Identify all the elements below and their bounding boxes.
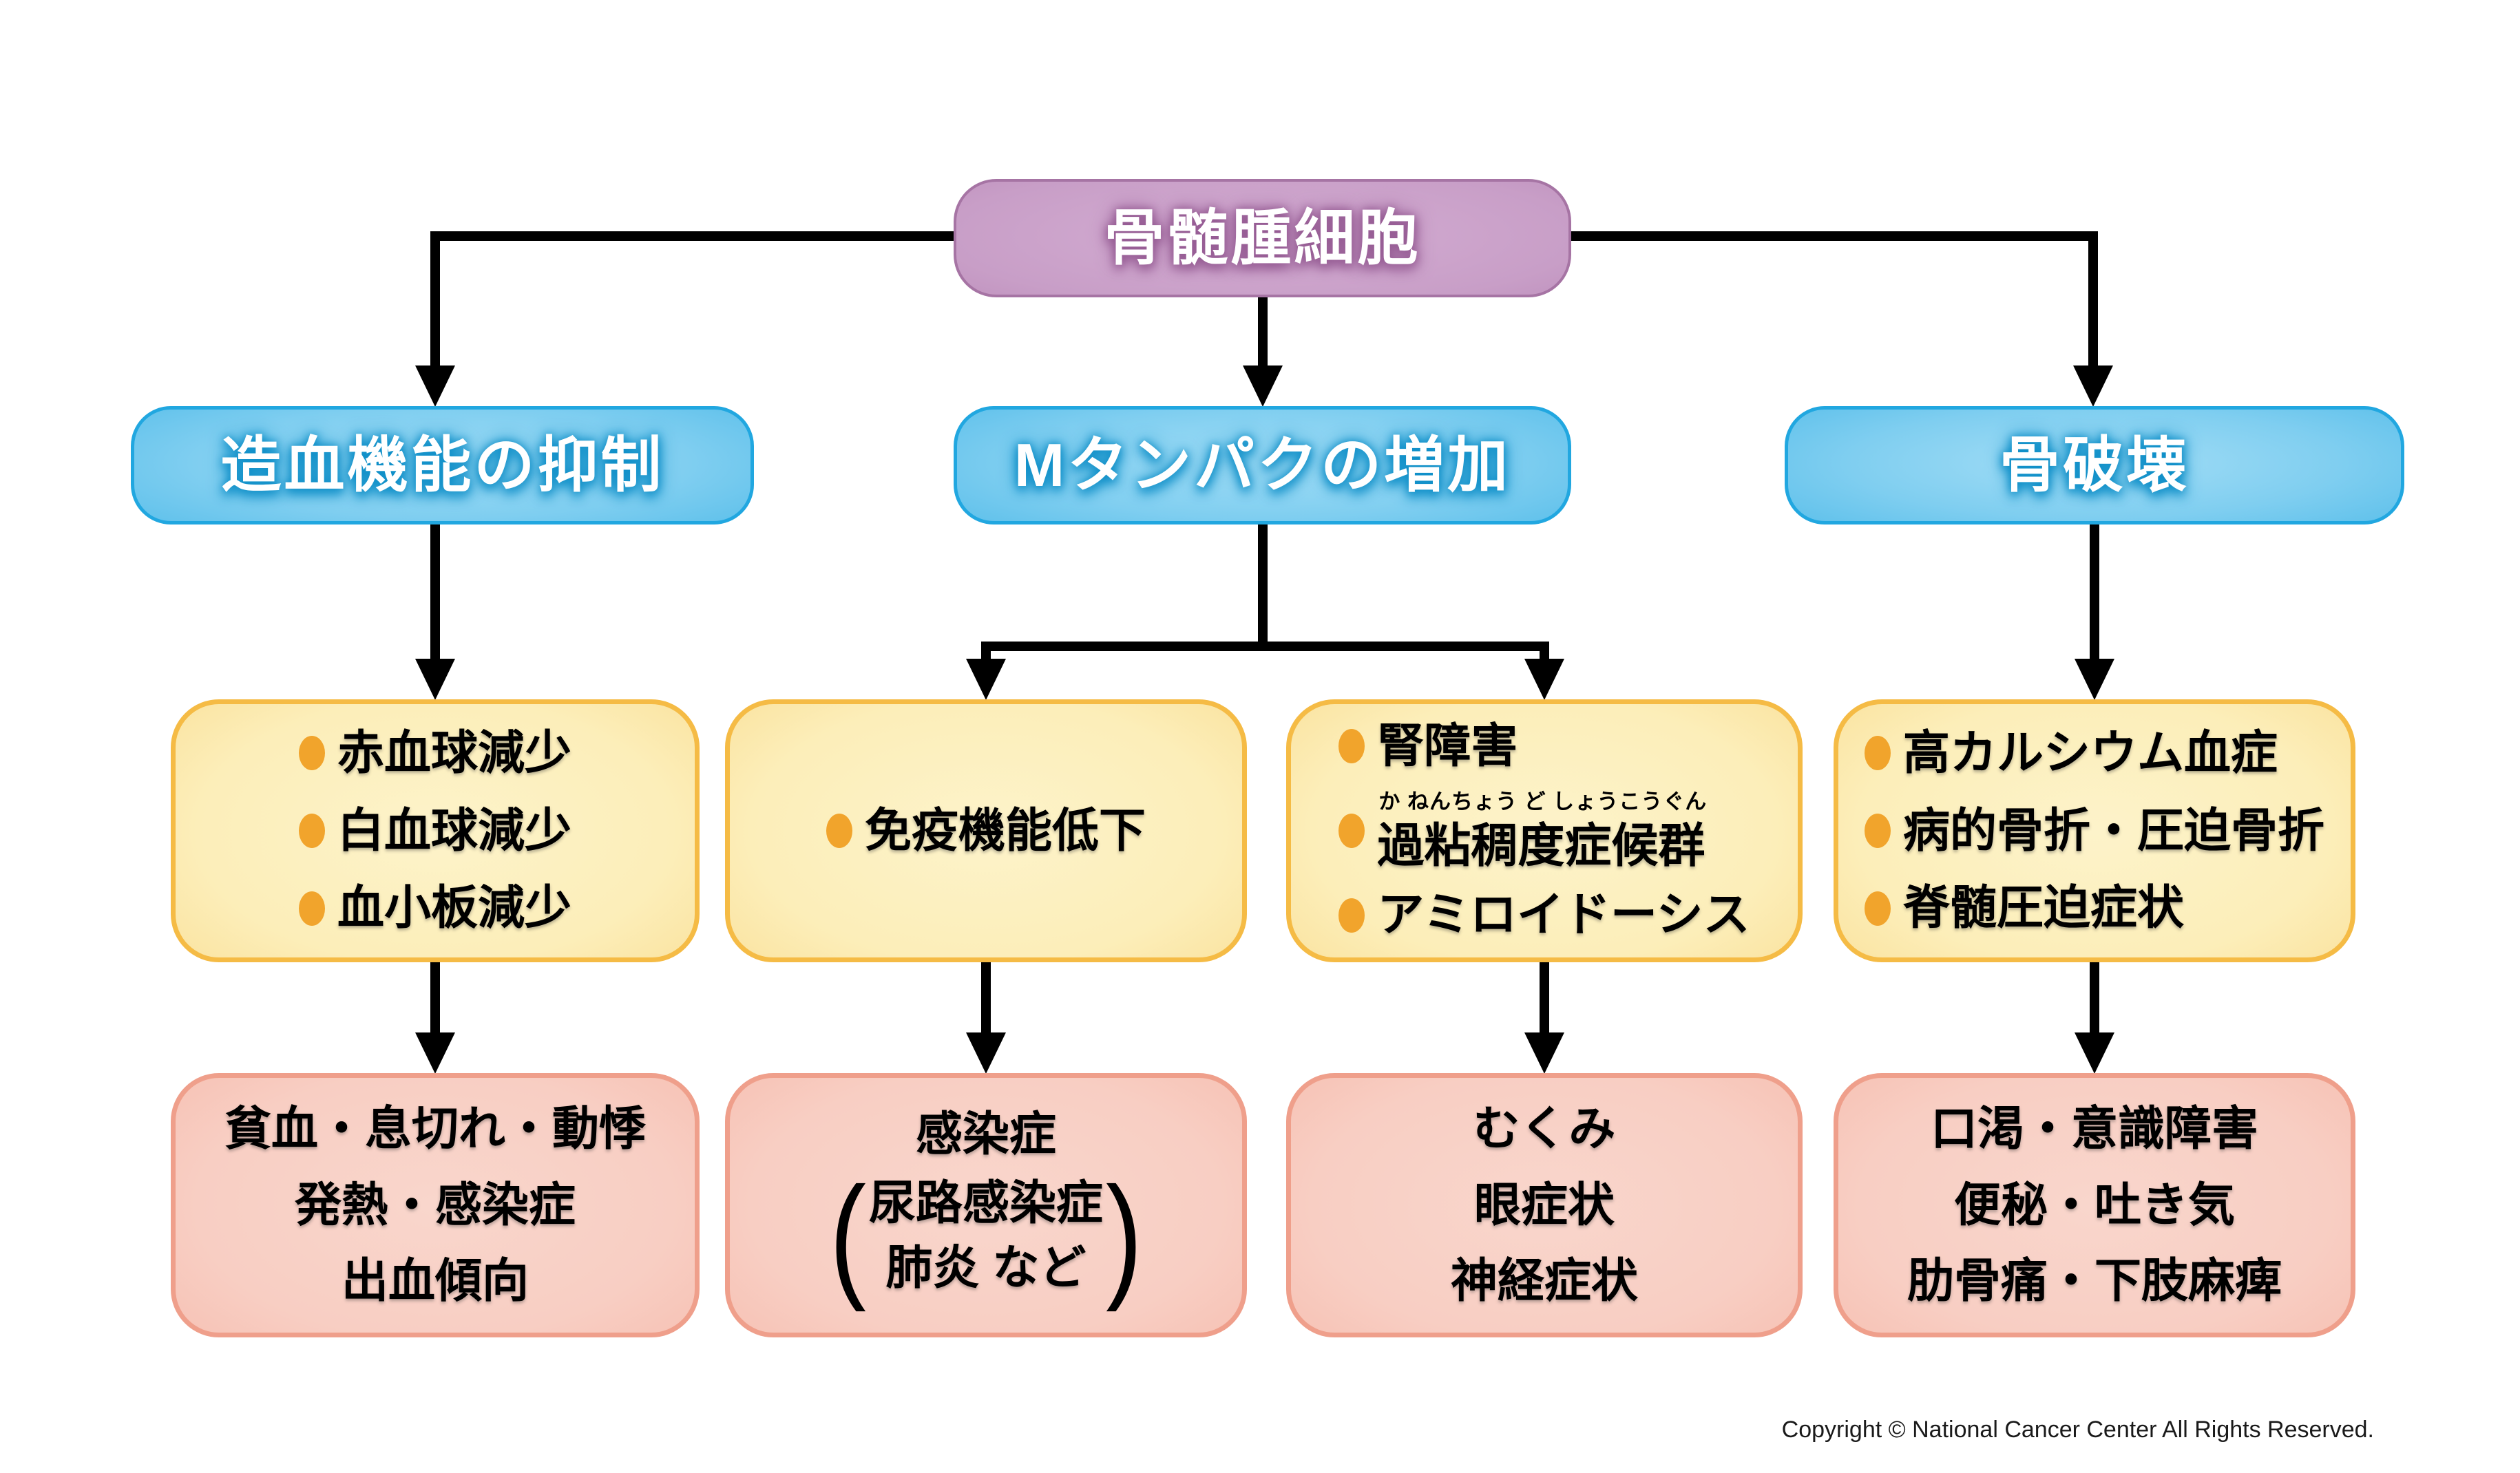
open-paren: (	[829, 1158, 866, 1313]
connector-root-to-left-stem	[430, 231, 440, 369]
connector-branch-left-stem	[981, 642, 991, 662]
symptom-lines: むくみ 眼症状 神経症状	[1451, 1103, 1638, 1307]
node-immune-decline: 免疫機能低下	[725, 699, 1247, 962]
bullet-icon	[1338, 729, 1365, 764]
node-hypercalcemia-fracture: 高カルシウム血症 病的骨折・圧迫骨折 脊髄圧迫症状	[1834, 699, 2355, 962]
bullet-icon	[1338, 813, 1365, 848]
node-blood-cell-decrease: 赤血球減少 白血球減少 血小板減少	[171, 699, 700, 962]
symptom-line: 発熱・感染症	[294, 1178, 576, 1231]
list-item: 赤血球減少	[298, 726, 571, 779]
list-item-text: 免疫機能低下	[864, 804, 1146, 857]
list-item-text: 血小板減少	[337, 882, 571, 935]
arrowhead-blue1-to-yellow1	[415, 659, 455, 700]
connector-blue2-branch-stem	[1258, 524, 1268, 650]
effect-list: 腎障害 か ねんちょう ど しょうこうぐん 過粘稠度症候群 アミロイドーシス	[1338, 719, 1750, 941]
node-myeloma-cells-label: 骨髄腫細胞	[1104, 204, 1421, 272]
node-m-protein-increase-label: Mタンパクの増加	[1014, 431, 1511, 499]
node-myeloma-cells: 骨髄腫細胞	[954, 179, 1571, 297]
list-item-with-furigana: か ねんちょう ど しょうこうぐん 過粘稠度症候群	[1338, 790, 1750, 872]
bullet-icon	[298, 891, 325, 926]
list-item: アミロイドーシス	[1338, 889, 1750, 941]
symptom-line: 貧血・息切れ・動悸	[224, 1102, 646, 1155]
node-bone-destruction-label: 骨破壊	[1999, 431, 2190, 499]
list-item-text: 赤血球減少	[337, 726, 571, 779]
symptom-line: むくみ	[1473, 1102, 1616, 1155]
connector-branch-horizontal	[981, 642, 1549, 651]
arrowhead-root-to-middle	[1243, 365, 1283, 407]
connector-yellow4-to-pink4-stem	[2090, 962, 2099, 1034]
arrowhead-yellow4-to-pink4	[2075, 1032, 2114, 1074]
copyright-notice: Copyright © National Cancer Center All R…	[1781, 1417, 2374, 1443]
arrowhead-yellow2-to-pink2	[966, 1032, 1006, 1074]
list-item: 腎障害	[1338, 719, 1750, 772]
node-hematopoiesis-suppression-label: 造血機能の抑制	[220, 431, 664, 499]
node-symptoms-thirst: 口渇・意識障害 便秘・吐き気 肋骨痛・下肢麻痺	[1834, 1073, 2355, 1337]
connector-yellow3-to-pink3-stem	[1540, 962, 1549, 1034]
symptom-line: 出血傾向	[341, 1255, 529, 1308]
list-item-text-base: 過粘稠度症候群	[1377, 819, 1705, 872]
list-item-text: か ねんちょう ど しょうこうぐん 過粘稠度症候群	[1377, 790, 1706, 872]
list-item: 高カルシウム血症	[1864, 726, 2324, 779]
bullet-icon	[1864, 736, 1891, 771]
symptom-line: 尿路感染症	[868, 1176, 1103, 1229]
connector-blue3-to-yellow4-stem	[2090, 524, 2099, 661]
symptom-line: 感染症	[915, 1108, 1056, 1161]
paren-lines: 尿路感染症 肺炎 など	[868, 1176, 1103, 1295]
list-item: 血小板減少	[298, 882, 571, 935]
arrowhead-yellow1-to-pink1	[415, 1032, 455, 1074]
close-paren: )	[1106, 1158, 1143, 1313]
bullet-icon	[1864, 813, 1891, 848]
node-kidney-viscosity-amyloidosis: 腎障害 か ねんちょう ど しょうこうぐん 過粘稠度症候群 アミロイドーシス	[1286, 699, 1803, 962]
connector-yellow2-to-pink2-stem	[981, 962, 991, 1034]
bullet-icon	[826, 813, 852, 848]
node-symptoms-infection: 感染症 ( 尿路感染症 肺炎 など )	[725, 1073, 1247, 1337]
symptom-paren-group: ( 尿路感染症 肺炎 など )	[827, 1158, 1146, 1313]
arrowhead-root-to-right	[2073, 365, 2113, 407]
arrowhead-branch-to-yellow2	[966, 659, 1006, 700]
symptom-line: 便秘・吐き気	[1953, 1178, 2235, 1231]
node-bone-destruction: 骨破壊	[1785, 406, 2404, 524]
list-item-text: 病的骨折・圧迫骨折	[1902, 804, 2324, 857]
connector-blue1-to-yellow1-stem	[430, 524, 440, 661]
list-item-text: 高カルシウム血症	[1902, 726, 2278, 779]
list-item: 脊髄圧迫症状	[1864, 882, 2324, 935]
node-symptoms-anemia: 貧血・息切れ・動悸 発熱・感染症 出血傾向	[171, 1073, 700, 1337]
list-item: 白血球減少	[298, 804, 571, 857]
symptom-line: 肺炎 など	[885, 1242, 1086, 1295]
effect-list: 免疫機能低下	[826, 805, 1146, 857]
list-item-text: アミロイドーシス	[1377, 889, 1750, 942]
bullet-icon	[298, 813, 325, 848]
node-hematopoiesis-suppression: 造血機能の抑制	[131, 406, 754, 524]
bullet-icon	[298, 736, 325, 771]
symptom-line: 神経症状	[1450, 1255, 1638, 1308]
furigana-label: か ねんちょう ど しょうこうぐん	[1378, 789, 1708, 814]
arrowhead-root-to-left	[415, 365, 455, 407]
connector-branch-right-stem	[1540, 642, 1549, 662]
effect-list: 高カルシウム血症 病的骨折・圧迫骨折 脊髄圧迫症状	[1864, 726, 2324, 935]
effect-list: 赤血球減少 白血球減少 血小板減少	[298, 726, 571, 935]
node-m-protein-increase: Mタンパクの増加	[954, 406, 1571, 524]
symptom-line: 眼症状	[1473, 1178, 1615, 1231]
symptom-lines: 貧血・息切れ・動悸 発熱・感染症 出血傾向	[224, 1103, 646, 1307]
node-symptoms-edema: むくみ 眼症状 神経症状	[1286, 1073, 1803, 1337]
bullet-icon	[1338, 898, 1365, 933]
connector-root-to-right-stem	[2088, 231, 2098, 369]
list-item-text: 白血球減少	[337, 804, 571, 857]
list-item-text: 腎障害	[1377, 719, 1518, 772]
bullet-icon	[1864, 891, 1891, 926]
list-item: 免疫機能低下	[826, 805, 1146, 857]
symptom-line: 口渇・意識障害	[1930, 1102, 2258, 1155]
symptom-line: 肋骨痛・下肢麻痺	[1907, 1255, 2282, 1308]
arrowhead-yellow3-to-pink3	[1524, 1032, 1564, 1074]
symptom-lines: 感染症 ( 尿路感染症 肺炎 など )	[827, 1108, 1146, 1313]
connector-root-to-middle-stem	[1258, 289, 1268, 369]
symptom-lines: 口渇・意識障害 便秘・吐き気 肋骨痛・下肢麻痺	[1907, 1103, 2282, 1307]
list-item: 病的骨折・圧迫骨折	[1864, 804, 2324, 857]
arrowhead-blue3-to-yellow4	[2075, 659, 2114, 700]
list-item-text: 脊髄圧迫症状	[1902, 882, 2184, 935]
arrowhead-branch-to-yellow3	[1524, 659, 1564, 700]
connector-yellow1-to-pink1-stem	[430, 962, 440, 1034]
